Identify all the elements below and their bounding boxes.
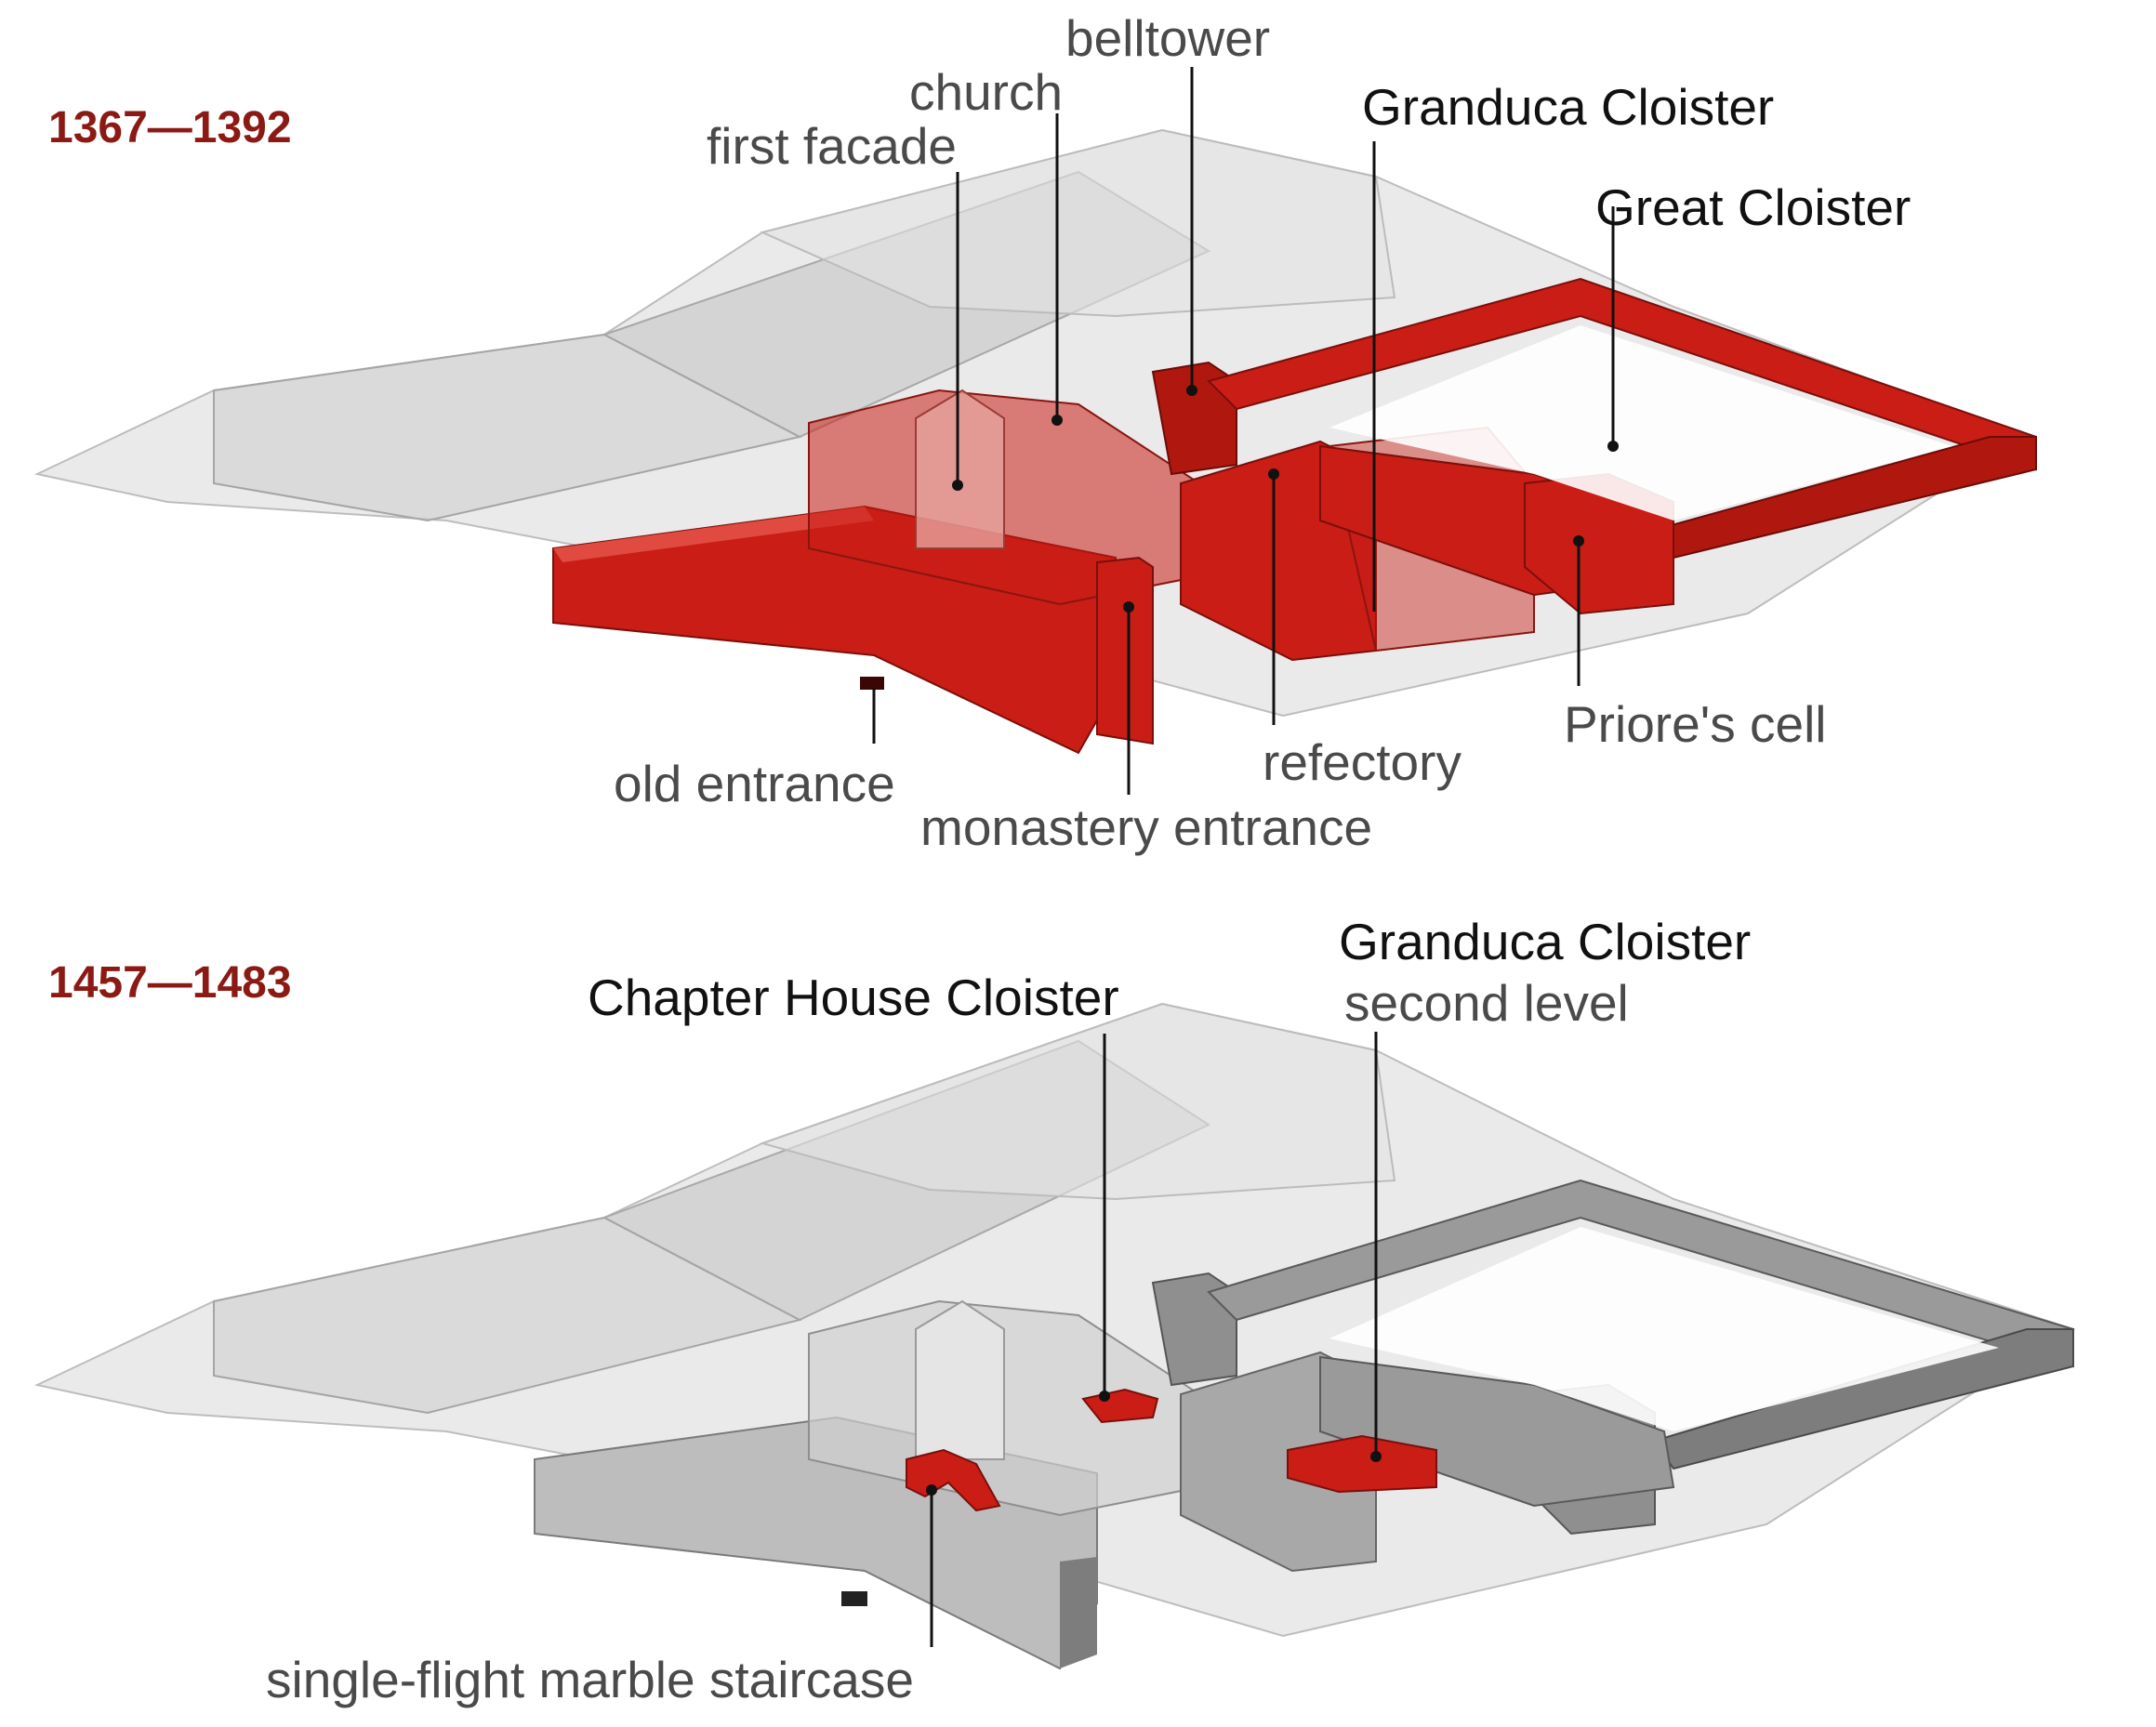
phase2-entrance-door [841,1591,867,1606]
phase1-old-entrance-wing-top [553,507,874,562]
phase1-first-facade [915,389,1005,549]
phase1-leader-dots [952,385,1619,613]
label-first-facade: first facade [707,117,958,175]
label-old-entrance: old entrance [614,755,895,812]
phase2-ghost-left-wing [213,1216,802,1415]
label-second-level: second level [1344,974,1629,1032]
phase2-central-block [1151,1272,1237,1387]
label-great-cloister: Great Cloister [1595,178,1911,236]
label-church: church [909,63,1064,121]
phase2-facade [915,1299,1005,1460]
phase2-marble-staircase [906,1448,1001,1512]
label-granduca-cloister: Granduca Cloister [1362,78,1775,136]
phase2-great-cloister-east [1653,1328,2074,1470]
label-chapter-house-cloister: Chapter House Cloister [588,969,1119,1026]
phase1-leader-lines [872,67,1615,795]
label-granduca-cloister-2: Granduca Cloister [1339,913,1752,970]
phase1-cloister-garden [1329,325,1952,521]
phase1-ghost-upper-ridge [759,128,1396,318]
phase2-entrance-wing-side [1060,1557,1097,1668]
label-marble-staircase: single-flight marble staircase [266,1651,914,1708]
phase1-ghost-left-wing [213,333,802,522]
phase2-period-label: 1457—1483 [48,958,292,1008]
label-monastery-entrance: monastery entrance [920,798,1373,856]
phase1-model [33,67,2037,795]
label-priores-cell: Priore's cell [1564,695,1827,753]
label-refectory: refectory [1263,733,1462,791]
phase1-belltower [1151,361,1237,476]
phase2-leader-lines [930,1032,1378,1647]
phase1-great-cloister-east [1653,436,2037,560]
phase2-granduca-second-level [1287,1434,1437,1494]
phase1-period-label: 1367—1392 [48,103,292,152]
phase2-leader-dots [926,1391,1382,1496]
phase1-monastery-entrance-tower [1096,556,1154,745]
label-belltower: belltower [1065,9,1271,67]
phase2-cloister-garden [1329,1227,1999,1431]
phase1-old-entrance-door [860,677,884,690]
phase2-model [33,1002,2076,1670]
phase2-ghost-upper-ridge [759,1002,1396,1201]
